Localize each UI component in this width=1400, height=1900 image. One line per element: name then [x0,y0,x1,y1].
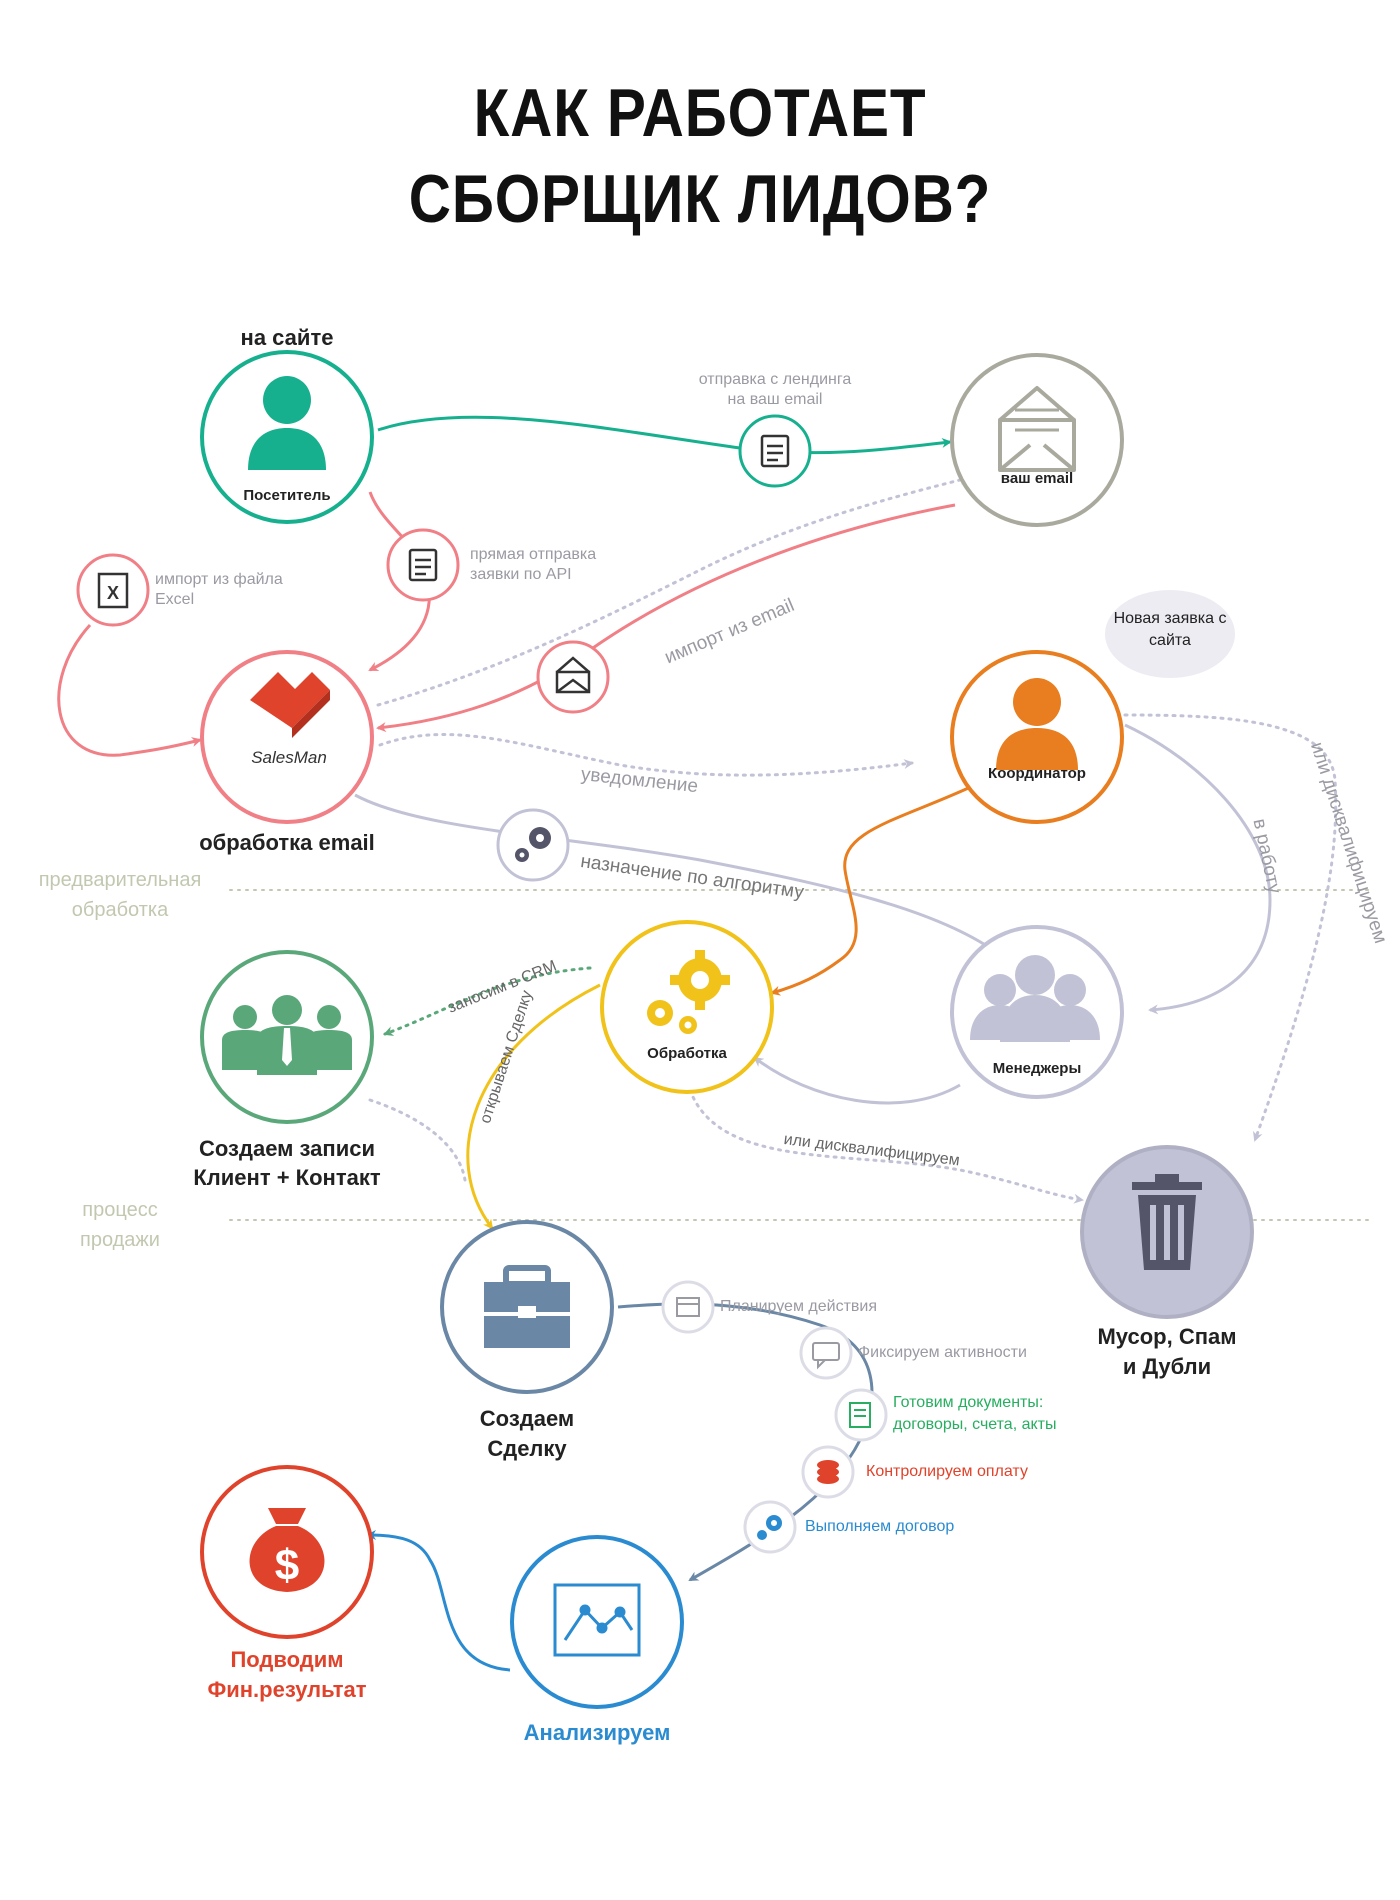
edge-managers-processing [753,1056,961,1105]
salesman-logo-text: SalesMan [251,748,327,767]
node-email[interactable] [950,353,1124,527]
team-icon [970,955,1100,1042]
node-visitor[interactable] [200,350,374,524]
edge-excel [57,623,202,757]
mail-icon [555,656,591,694]
edge-coordinator-processing [770,783,976,996]
edge-open-deal [466,983,601,1230]
step-plan-label: Планируем действия [720,1298,877,1315]
business-team-icon [222,995,352,1075]
visitor-label: Посетитель [243,487,331,504]
user-icon [248,376,326,470]
node-finance[interactable]: $ [200,1465,374,1639]
edge-salesman-email-dotted [376,475,970,707]
node-trash[interactable] [1080,1145,1254,1319]
edge-node-excel[interactable]: X [76,553,150,627]
records-label-2: Клиент + Контакт [193,1165,381,1190]
edge-node-assign[interactable] [496,808,570,882]
gear-icon [757,1515,782,1540]
svg-text:$: $ [275,1541,299,1590]
salesman-label: обработка email [199,830,375,855]
chat-icon [812,1342,840,1370]
edge-disq-processing [688,1088,1084,1204]
title-line-2: СБОРЩИК ЛИДОВ? [408,161,992,237]
step-payment-label: Контролируем оплату [866,1463,1028,1480]
node-salesman[interactable] [200,650,374,824]
edge-label-landing: отправка с лендинга на ваш email [698,371,852,408]
finance-label-1: Подводим [230,1647,344,1672]
gear-teeth [670,950,730,1010]
coins-icon [817,1460,839,1484]
zone-pre-label: предварительная обработка [38,869,202,921]
deal-label-2: Сделку [487,1436,567,1461]
gears-icon [647,958,722,1034]
visitor-top-label: на сайте [240,325,334,350]
step-activity-label: Фиксируем активности [858,1344,1027,1361]
page-title: КАК РАБОТАЕТ СБОРЩИК ЛИДОВ? [0,70,1400,242]
edge-disq-coordinator [1123,713,1338,1142]
node-processing[interactable] [600,920,774,1094]
analysis-label: Анализируем [523,1720,671,1745]
edge-notify [378,733,914,777]
node-records[interactable] [200,950,374,1124]
email-label: ваш email [1000,470,1074,487]
step-execute-label: Выполняем договор [805,1518,955,1535]
coordinator-label: Координатор [988,765,1086,782]
edge-landing [377,415,952,455]
calendar-icon [676,1297,700,1317]
node-analysis[interactable] [510,1535,684,1709]
step-marker-payment[interactable] [801,1445,855,1499]
excel-icon: X [97,572,129,609]
node-deal[interactable] [440,1220,614,1394]
document-edit-icon [849,1402,871,1428]
edge-node-api[interactable] [386,528,460,602]
edge-node-landing[interactable] [738,414,812,488]
trash-label-1: Мусор, Спам [1097,1324,1237,1349]
step-documents-label: Готовим документы: договоры, счета, акты [893,1394,1057,1433]
finance-label-2: Фин.результат [207,1677,367,1702]
gears-icon [515,827,551,862]
edge-label-excel: импорт из файла Excel [155,571,283,608]
records-label-1: Создаем записи [199,1136,375,1161]
svg-text:X: X [107,583,119,603]
edge-import-email [376,503,956,733]
title-line-1: КАК РАБОТАЕТ [473,75,927,151]
user-icon [996,678,1078,770]
bubble-text: Новая заявка с сайта [1113,610,1227,649]
deal-label-1: Создаем [479,1406,575,1431]
salesman-logo-icon [250,672,330,738]
edge-to-work [1124,723,1272,1015]
edge-node-import-email[interactable] [536,640,610,714]
edge-label-api: прямая отправка заявки по API [470,546,597,583]
processing-label: Обработка [647,1045,727,1062]
node-managers[interactable] [950,925,1124,1099]
step-marker-activity[interactable] [799,1326,853,1380]
step-marker-plan[interactable] [661,1280,715,1334]
trash-slots [1150,1205,1184,1260]
edge-records-deal [368,1098,467,1182]
step-marker-execute[interactable] [743,1500,797,1554]
speech-bubble [1105,590,1235,678]
trash-label-2: и Дубли [1122,1354,1212,1379]
node-coordinator[interactable] [950,650,1124,824]
edge-crm [383,966,592,1036]
clipboard-icon [408,548,438,582]
zone-sales-label: процесс продажи [80,1199,160,1251]
envelope-icon [998,386,1076,472]
chart-icon [553,1583,641,1657]
clipboard-icon [760,434,790,468]
money-bag-icon: $ [249,1508,325,1592]
step-marker-documents[interactable] [834,1388,888,1442]
edge-assign [354,793,1002,957]
briefcase-icon [484,1265,570,1348]
edge-analysis-finance [366,1530,511,1672]
managers-label: Менеджеры [992,1060,1082,1077]
